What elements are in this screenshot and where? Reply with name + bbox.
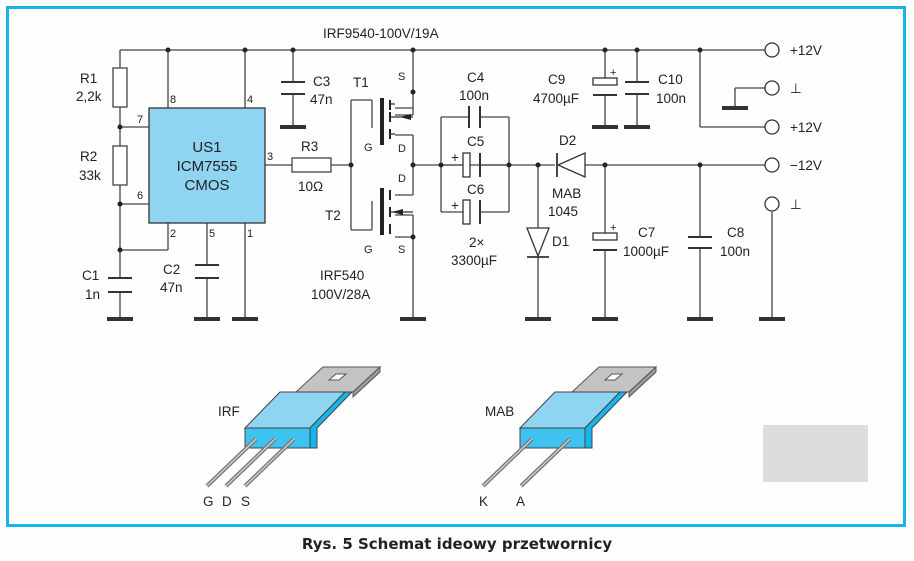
terminal-gnd-a [764,80,780,96]
label-top-rail: IRF9540-100V/19A [323,26,439,41]
terminal-label-minus12: −12V [790,158,822,173]
value-c10: 100n [656,91,686,106]
value-c2: 47n [160,280,183,295]
label-t2: T2 [325,208,341,223]
ic-tech: CMOS [185,177,230,194]
value-c9: 4700µF [533,91,579,106]
value-r3: 10Ω [298,179,323,194]
terminal-gnd-b [764,196,780,212]
label-c7: C7 [638,225,655,240]
label-irf540-rating: 100V/28A [311,287,370,302]
t1-pin-g: G [364,142,373,154]
label-c6: C6 [467,182,484,197]
package-mab-label: MAB [485,404,514,419]
label-d2-part-2: 1045 [548,204,578,219]
value-r2: 33k [79,168,101,183]
mosfet-t1 [380,98,413,145]
value-c4: 100n [459,88,489,103]
pin-4: 4 [247,94,253,106]
terminal-label-plus12-a: +12V [790,43,822,58]
label-c10: C10 [658,72,683,87]
t2-pin-d: D [398,173,406,185]
figure-frame [6,6,906,527]
terminal-label-gnd-b: ⊥ [790,197,802,212]
label-d1: D1 [552,234,569,249]
value-c5-c6: 3300µF [451,253,497,268]
terminal-label-plus12-b: +12V [790,120,822,135]
label-c5: C5 [467,134,484,149]
lead-a: A [516,494,525,509]
figure-caption: Rys. 5 Schemat ideowy przetwornicy [301,535,613,553]
label-c8: C8 [727,225,744,240]
terminal-plus12-b [764,119,780,135]
label-c1: C1 [82,268,99,283]
resistor-r3 [291,157,332,173]
label-d2: D2 [559,133,576,148]
electrolytic-capacitors [462,77,618,241]
package-irf-label: IRF [218,404,240,419]
pin-7: 7 [137,114,143,126]
c7-plus: + [610,222,616,234]
lead-s: S [241,494,250,509]
pin-8: 8 [170,94,176,106]
ic-ref: US1 [192,139,221,156]
resistor-r1 [112,67,128,108]
terminal-plus12-a [764,42,780,58]
label-r2: R2 [80,149,97,164]
package-mab: MAB K A [479,365,658,509]
c5-plus: + [451,150,459,165]
label-irf540: IRF540 [320,268,364,283]
t1-pin-s: S [398,71,405,83]
value-c7: 1000µF [623,244,669,259]
t1-pin-d: D [398,143,406,155]
ic-us1 [148,107,266,224]
terminal-minus12 [764,157,780,173]
pin-3: 3 [267,151,273,163]
diode-d1 [526,227,550,258]
junction-dots [117,47,703,253]
lead-d: D [222,494,232,509]
ic-part: ICM7555 [177,158,238,175]
lead-k: K [479,494,488,509]
pin-5: 5 [209,228,215,240]
resistor-r2 [112,145,128,186]
label-c4: C4 [467,70,485,85]
value-c3: 47n [310,92,333,107]
label-c9: C9 [548,72,565,87]
t2-pin-s: S [398,244,405,256]
label-t1: T1 [353,75,369,90]
value-c5-c6-count: 2× [469,235,484,250]
mosfet-t2 [380,188,413,235]
output-terminals [764,42,780,212]
label-d2-part-1: MAB [552,186,581,201]
capacitor-plates [108,81,712,293]
label-c3: C3 [313,74,330,89]
diode-d2 [556,151,586,179]
image-placeholder [763,425,868,482]
value-c1: 1n [85,287,100,302]
label-c2: C2 [163,262,180,277]
lead-g: G [203,494,214,509]
c6-plus: + [451,198,459,213]
package-irf: IRF G D S [203,365,382,509]
t2-pin-g: G [364,244,373,256]
terminal-label-gnd-a: ⊥ [790,81,802,96]
value-r1: 2,2k [76,89,102,104]
c9-plus: + [610,67,616,79]
label-r3: R3 [301,139,318,154]
label-r1: R1 [80,71,97,86]
pin-6: 6 [137,190,143,202]
value-c8: 100n [720,244,750,259]
pin-1: 1 [247,228,253,240]
pin-2: 2 [170,228,176,240]
